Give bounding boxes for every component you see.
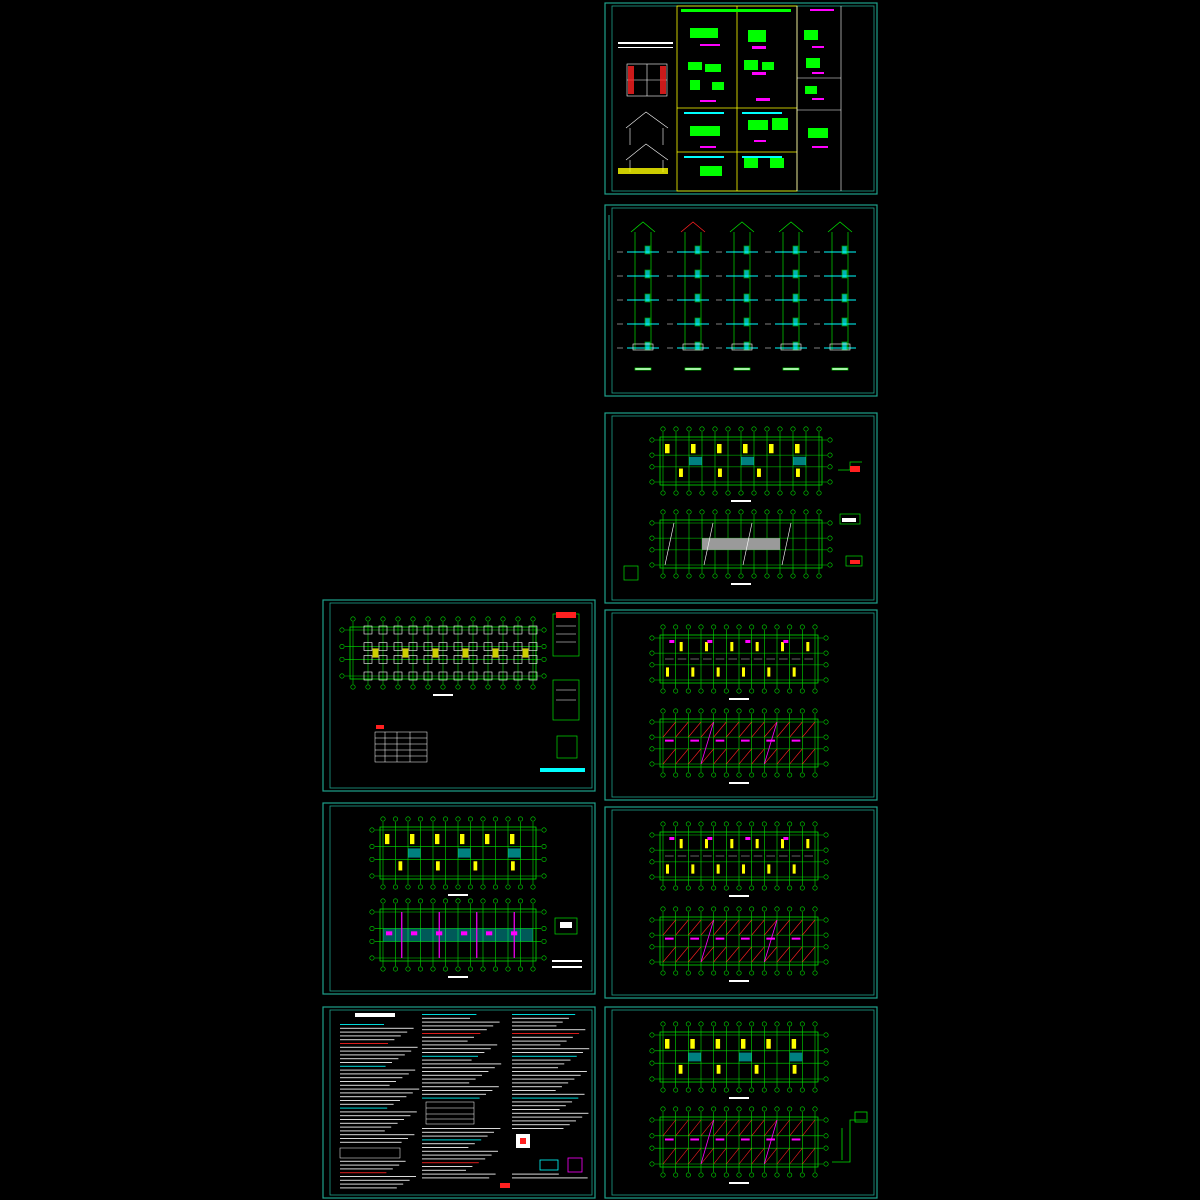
floor-plan bbox=[649, 906, 829, 982]
sheet-sections bbox=[604, 204, 878, 397]
sheet-plans-1 bbox=[604, 412, 878, 604]
floor-plan bbox=[649, 426, 833, 502]
floor-plan bbox=[649, 624, 829, 700]
sheet-details bbox=[604, 2, 878, 195]
floor-plan bbox=[649, 1021, 829, 1099]
sheet-foundation bbox=[322, 599, 596, 792]
sheet-notes bbox=[322, 1006, 596, 1199]
notes-text-block bbox=[340, 1014, 590, 1189]
sheet-plans-5 bbox=[604, 1006, 878, 1199]
floor-plan bbox=[649, 708, 829, 784]
floor-plan bbox=[369, 816, 547, 896]
floor-plan bbox=[339, 616, 547, 696]
sheet-plans-3 bbox=[322, 802, 596, 995]
floor-plan bbox=[649, 509, 833, 585]
sheet-plans-2 bbox=[604, 609, 878, 801]
floor-plan bbox=[369, 898, 547, 978]
floor-plan bbox=[649, 821, 829, 897]
sheet-plans-4 bbox=[604, 806, 878, 999]
floor-plan bbox=[649, 1106, 829, 1184]
section-drawings bbox=[617, 221, 856, 371]
